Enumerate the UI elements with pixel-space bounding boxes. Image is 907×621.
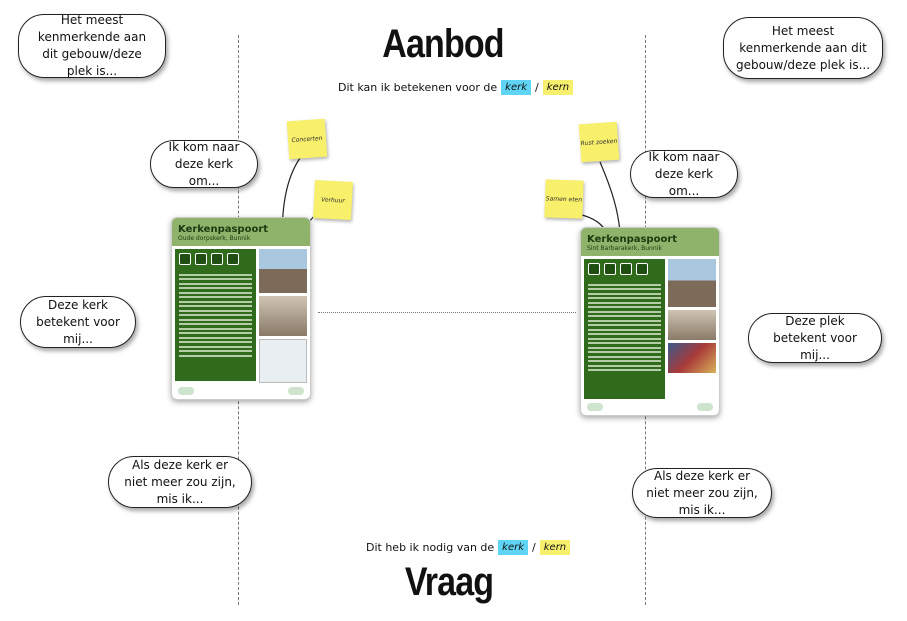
right-bubble-betekent: Deze plek betekent voor mij... bbox=[748, 313, 882, 363]
left-bubble-mis: Als deze kerk er niet meer zou zijn, mis… bbox=[108, 456, 252, 508]
aanbod-subtitle-text: Dit kan ik betekenen voor de bbox=[338, 81, 498, 94]
left-passport-header: Kerkenpaspoort Oude dorpskerk, Bunnik bbox=[172, 218, 310, 246]
left-sticky-verhuur: Verhuur bbox=[313, 180, 353, 220]
right-passport-title: Kerkenpaspoort bbox=[587, 234, 678, 245]
vraag-title: Vraag bbox=[404, 560, 494, 604]
right-sticky-rust: Rust zoeken bbox=[578, 121, 620, 163]
left-passport-exterior-photo bbox=[259, 249, 307, 293]
right-passport-interior-photo bbox=[668, 310, 716, 340]
monument-icon bbox=[227, 253, 239, 265]
left-passport-photos bbox=[259, 249, 307, 383]
vraag-separator: / bbox=[532, 541, 536, 554]
left-passport-icons bbox=[175, 249, 256, 269]
right-passport-icons bbox=[584, 259, 665, 279]
aanbod-title: Aanbod bbox=[382, 22, 504, 66]
tower-icon bbox=[179, 253, 191, 265]
right-passport-window-photo bbox=[668, 343, 716, 373]
right-passport-subtitle: Sint Barbarakerk, Bunnik bbox=[587, 245, 662, 252]
right-passport-footer bbox=[581, 399, 719, 415]
right-passport-info-panel bbox=[584, 259, 666, 399]
right-passport-photos bbox=[668, 259, 716, 399]
left-footer-logo-2 bbox=[288, 387, 304, 395]
aanbod-subtitle: Dit kan ik betekenen voor de kerk / kern bbox=[338, 80, 574, 95]
right-footer-logo-1 bbox=[587, 403, 603, 411]
left-bubble-betekent: Deze kerk betekent voor mij... bbox=[20, 296, 136, 348]
left-bubble-kom-naar: Ik kom naar deze kerk om... bbox=[150, 140, 258, 188]
right-sticky-samen: Samen eten bbox=[544, 179, 584, 219]
building-icon bbox=[620, 263, 632, 275]
center-divider-line bbox=[318, 312, 576, 313]
left-footer-logo-1 bbox=[178, 387, 194, 395]
vraag-subtitle-text: Dit heb ik nodig van de bbox=[366, 541, 495, 554]
right-passport-text-lines bbox=[584, 279, 665, 376]
left-passport-footer bbox=[172, 383, 310, 399]
monument-icon bbox=[636, 263, 648, 275]
church-icon bbox=[195, 253, 207, 265]
aanbod-chip-kern: kern bbox=[542, 80, 574, 95]
church-icon bbox=[604, 263, 616, 275]
right-passport-exterior-photo bbox=[668, 259, 716, 307]
right-kerkenpaspoort-card[interactable]: Kerkenpaspoort Sint Barbarakerk, Bunnik bbox=[580, 227, 720, 416]
left-bubble-kenmerkende: Het meest kenmerkende aan dit gebouw/dez… bbox=[18, 13, 166, 78]
right-bubble-kom-naar: Ik kom naar deze kerk om... bbox=[630, 150, 738, 198]
right-passport-header: Kerkenpaspoort Sint Barbarakerk, Bunnik bbox=[581, 228, 719, 256]
left-passport-info-panel bbox=[175, 249, 257, 381]
vraag-subtitle: Dit heb ik nodig van de kerk / kern bbox=[366, 540, 571, 555]
aanbod-chip-kerk: kerk bbox=[501, 80, 532, 95]
right-bubble-kenmerkende: Het meest kenmerkende aan dit gebouw/dez… bbox=[723, 17, 883, 79]
left-passport-subtitle: Oude dorpskerk, Bunnik bbox=[178, 235, 251, 242]
right-bubble-mis: Als deze kerk er niet meer zou zijn, mis… bbox=[632, 468, 772, 518]
left-passport-text-lines bbox=[175, 269, 256, 361]
vraag-chip-kerk: kerk bbox=[498, 540, 529, 555]
left-passport-interior-photo bbox=[259, 296, 307, 336]
right-passport-body bbox=[581, 256, 719, 399]
aanbod-separator: / bbox=[535, 81, 539, 94]
tower-icon bbox=[588, 263, 600, 275]
left-passport-body bbox=[172, 246, 310, 383]
left-kerkenpaspoort-card[interactable]: Kerkenpaspoort Oude dorpskerk, Bunnik bbox=[171, 217, 311, 400]
vraag-chip-kern: kern bbox=[539, 540, 571, 555]
left-sticky-concerten: Concerten bbox=[286, 118, 328, 160]
left-passport-title: Kerkenpaspoort bbox=[178, 224, 269, 235]
building-icon bbox=[211, 253, 223, 265]
left-passport-map bbox=[259, 339, 307, 383]
right-footer-logo-2 bbox=[697, 403, 713, 411]
